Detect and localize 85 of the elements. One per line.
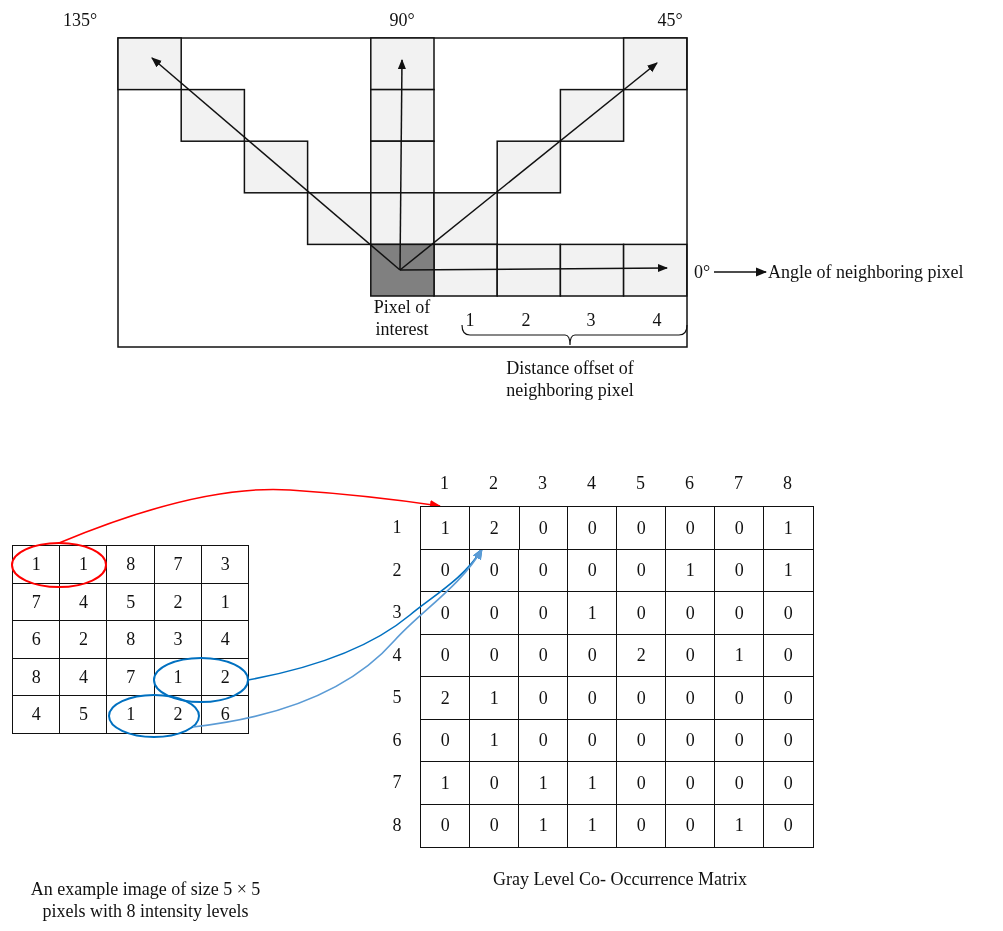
column-header: 4: [586, 472, 597, 494]
matrix-cell: 0: [714, 676, 765, 720]
matrix-cell: 0: [616, 676, 667, 720]
matrix-cell: 8: [106, 620, 156, 660]
matrix-cell: 3: [200, 545, 250, 585]
row-header: 2: [391, 558, 403, 581]
angle-label: 135°: [61, 9, 99, 31]
row-header: 3: [391, 601, 403, 623]
matrix-cell: 0: [665, 506, 716, 550]
row-header: 1: [391, 516, 403, 538]
matrix-cell: 6: [12, 620, 61, 660]
row-header: 8: [391, 813, 403, 836]
matrix-cell: 4: [200, 620, 250, 660]
row-header: 4: [391, 643, 403, 666]
matrix-cell: 0: [665, 591, 716, 635]
caption-text: Pixel of interest: [372, 296, 432, 340]
matrix-cell: 2: [420, 676, 471, 720]
distance-number: 4: [651, 309, 663, 331]
matrix-cell: 1: [469, 676, 520, 720]
arrow: [192, 548, 483, 728]
matrix-cell: 0: [763, 591, 814, 635]
matrix-cell: 0: [763, 676, 814, 720]
column-header: 2: [488, 472, 499, 494]
matrix-cell: 0: [714, 761, 765, 805]
arrow: [58, 488, 442, 544]
matrix-cell: 1: [518, 761, 569, 805]
angle-label: 90°: [388, 9, 416, 31]
caption-text: Distance offset of neighboring pixel: [505, 357, 635, 401]
matrix-cell: 1: [567, 591, 618, 635]
angle-label: 0°: [694, 261, 711, 283]
axis-caption: Angle of neighboring pixel: [768, 261, 964, 283]
matrix-cell: 0: [518, 591, 569, 635]
matrix-cell: 5: [59, 695, 108, 735]
matrix-cell: 0: [616, 591, 667, 635]
matrix-cell: 8: [106, 545, 156, 585]
distance-number: 3: [585, 309, 597, 331]
matrix-cell: 1: [518, 803, 569, 848]
column-header: 1: [439, 472, 450, 494]
matrix-cell: 0: [714, 506, 765, 550]
matrix-cell: 0: [469, 803, 520, 848]
highlight-ellipse: [11, 542, 107, 588]
matrix-cell: 1: [567, 803, 618, 848]
matrix-cell: 4: [12, 695, 61, 735]
matrix-cell: 0: [469, 591, 520, 635]
caption-text: Gray Level Co- Occurrence Matrix: [492, 868, 748, 890]
distance-number: 1: [464, 309, 476, 331]
matrix-cell: 0: [616, 761, 667, 805]
column-header: 7: [733, 472, 744, 494]
matrix-cell: 0: [420, 591, 471, 635]
matrix-cell: 0: [763, 633, 814, 678]
row-header: 5: [391, 686, 403, 708]
matrix-cell: 0: [665, 803, 716, 848]
row-header: 6: [391, 728, 403, 751]
column-header: 3: [537, 472, 548, 494]
matrix-cell: 1: [763, 506, 814, 550]
matrix-cell: 0: [714, 591, 765, 635]
matrix-cell: 2: [59, 620, 108, 660]
matrix-cell: 0: [469, 761, 520, 805]
matrix-cell: 2: [469, 506, 520, 550]
matrix-cell: 0: [665, 676, 716, 720]
matrix-cell: 1: [714, 803, 765, 848]
matrix-cell: 0: [567, 676, 618, 720]
matrix-cell: 0: [616, 803, 667, 848]
matrix-cell: 0: [763, 761, 814, 805]
column-header: 5: [635, 472, 646, 494]
matrix-cell: 0: [420, 803, 471, 848]
angle-label: 45°: [656, 9, 684, 31]
matrix-cell: 1: [763, 548, 814, 593]
highlight-ellipse: [108, 694, 200, 738]
column-header: 8: [782, 472, 793, 494]
matrix-cell: 0: [763, 803, 814, 848]
caption-text: An example image of size 5 × 5 pixels with 8 intensity levels: [29, 878, 262, 922]
matrix-cell: 0: [616, 506, 667, 550]
matrix-cell: 0: [763, 718, 814, 763]
column-header: 6: [684, 472, 695, 494]
arrow: [713, 267, 768, 277]
matrix-cell: 1: [420, 761, 471, 805]
distance-number: 2: [520, 309, 532, 331]
matrix-cell: 0: [567, 506, 618, 550]
matrix-cell: 1: [567, 761, 618, 805]
matrix-cell: 0: [665, 761, 716, 805]
row-header: 7: [391, 771, 403, 793]
highlight-ellipse: [153, 657, 249, 703]
matrix-cell: 1: [420, 506, 471, 550]
matrix-cell: 0: [518, 676, 569, 720]
